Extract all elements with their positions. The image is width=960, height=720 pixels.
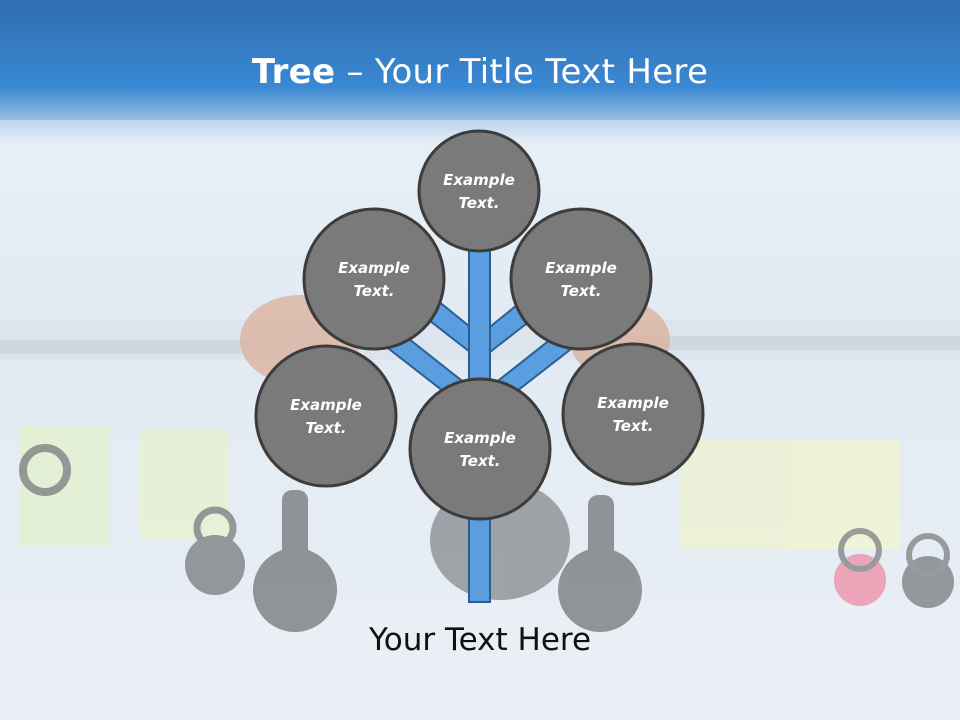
node-top-line1: Example (443, 171, 515, 189)
footer-text: Your Text Here (368, 622, 592, 658)
node-upper-right[interactable]: Example Text. (509, 207, 653, 351)
node-upper-left[interactable]: Example Text. (302, 207, 446, 351)
node-upper-right-line1: Example (545, 259, 617, 277)
node-top-line2: Text. (458, 194, 499, 212)
node-center[interactable]: Example Text. (408, 377, 552, 521)
node-center-line1: Example (444, 429, 516, 447)
node-lower-left-line1: Example (290, 396, 362, 414)
node-lower-right-line1: Example (597, 394, 669, 412)
title-rest-text: – Your Title Text Here (335, 52, 709, 92)
slide-title: Tree – Your Title Text Here (0, 52, 960, 92)
node-upper-left-line2: Text. (353, 282, 394, 300)
node-lower-left[interactable]: Example Text. (254, 344, 398, 488)
node-lower-right-line2: Text. (612, 417, 653, 435)
node-center-line2: Text. (459, 452, 500, 470)
node-top[interactable]: Example Text. (417, 129, 541, 253)
title-bold-text: Tree (251, 52, 336, 92)
node-upper-right-line2: Text. (560, 282, 601, 300)
node-upper-left-line1: Example (338, 259, 410, 277)
node-lower-left-line2: Text. (305, 419, 346, 437)
node-lower-right[interactable]: Example Text. (561, 342, 705, 486)
